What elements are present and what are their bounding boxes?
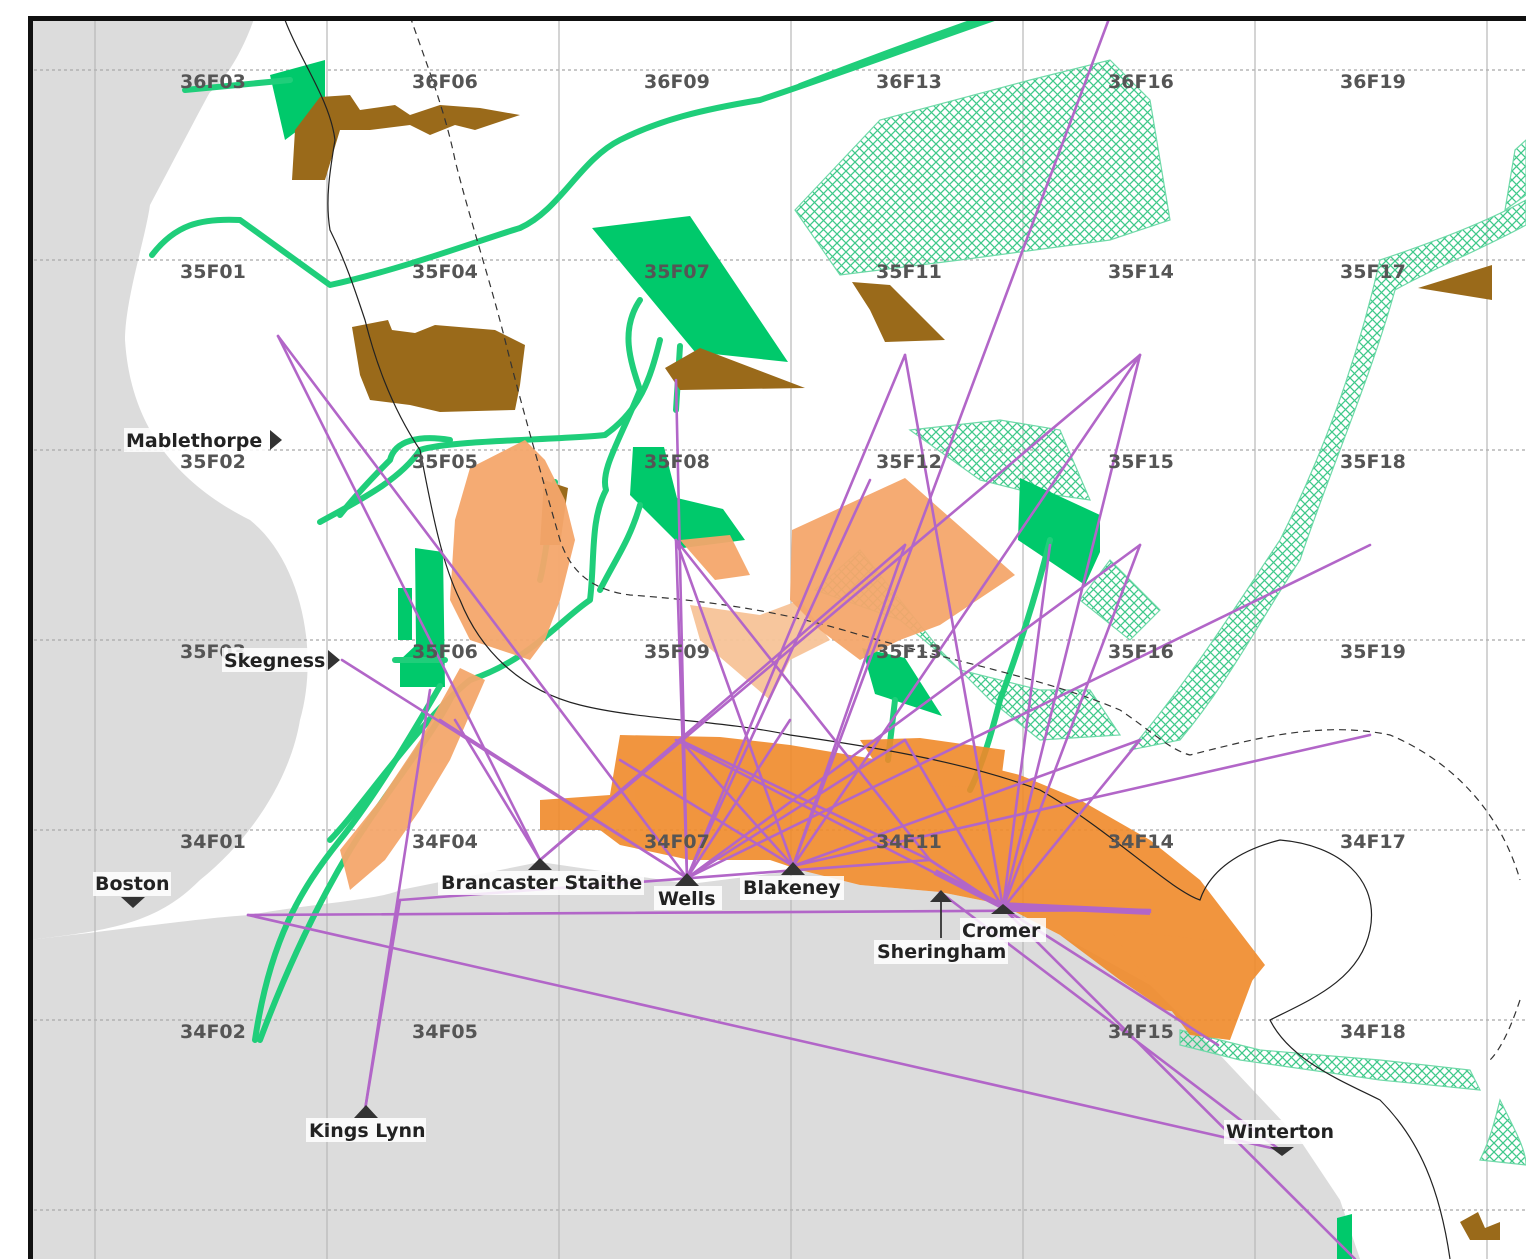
grid-label: 36F16 (1108, 71, 1174, 93)
hatched-zones (794, 59, 1526, 1166)
grid-label: 35F08 (644, 451, 710, 473)
boston-marker-icon (121, 897, 145, 908)
grid-label: 35F16 (1108, 641, 1174, 663)
grid-lines (33, 69, 1526, 1211)
port-label-sheringham: Sheringham (877, 941, 1006, 963)
grid-label: 36F09 (644, 71, 710, 93)
grid-label: 35F04 (412, 261, 478, 283)
grid-label: 36F19 (1340, 71, 1406, 93)
port-label-blakeney: Blakeney (743, 877, 841, 899)
grid-label: 34F15 (1108, 1021, 1174, 1043)
grid-label: 36F03 (180, 71, 246, 93)
sheringham-marker-icon (930, 890, 952, 902)
map-frame: 36F03 36F06 36F09 36F13 36F16 36F19 35F0… (28, 16, 1526, 1259)
port-markers (121, 430, 1294, 1156)
port-label-wells: Wells (658, 888, 716, 910)
port-label-brancaster-staithe: Brancaster Staithe (441, 872, 642, 894)
port-label-winterton: Winterton (1226, 1121, 1334, 1143)
grid-label: 35F09 (644, 641, 710, 663)
mablethorpe-marker-icon (270, 430, 282, 450)
cable-heavy (933, 869, 1151, 915)
grid-label: 35F11 (876, 261, 942, 283)
port-label-cromer: Cromer (962, 920, 1041, 942)
grid-label: 35F01 (180, 261, 246, 283)
grid-label: 35F18 (1340, 451, 1406, 473)
boundary-dashed (411, 21, 1521, 1061)
windfarms-pale (690, 600, 830, 700)
land-lincolnshire-north (33, 21, 308, 940)
grid-label: 34F11 (876, 831, 942, 853)
grid-label: 35F12 (876, 451, 942, 473)
port-label-boston: Boston (95, 873, 170, 895)
land-humber-north (33, 21, 254, 205)
port-label-mablethorpe: Mablethorpe (126, 430, 262, 452)
blakeney-marker-icon (781, 862, 805, 875)
port-labels: Mablethorpe Skegness Boston Brancaster S… (93, 428, 1336, 1144)
winterton-marker-icon (1270, 1147, 1294, 1156)
cable-routes (246, 21, 1372, 1259)
grid-label: 35F06 (412, 641, 478, 663)
grid-label: 35F13 (876, 641, 942, 663)
grid-label: 34F18 (1340, 1021, 1406, 1043)
grid-label: 35F15 (1108, 451, 1174, 473)
grid-label: 34F05 (412, 1021, 478, 1043)
grid-label: 34F07 (644, 831, 710, 853)
grid-label: 35F19 (1340, 641, 1406, 663)
grid-label: 36F06 (412, 71, 478, 93)
grid-label: 34F14 (1108, 831, 1174, 853)
grid-label: 35F02 (180, 451, 246, 473)
wells-marker-icon (675, 873, 699, 886)
grid-label: 35F05 (412, 451, 478, 473)
grid-label: 35F07 (644, 261, 710, 283)
grid-label: 36F13 (876, 71, 942, 93)
grid-label: 34F02 (180, 1021, 246, 1043)
grid-label: 34F01 (180, 831, 246, 853)
cromer-marker-icon (991, 904, 1015, 914)
grid-label: 35F17 (1340, 261, 1406, 283)
skegness-marker-icon (328, 650, 340, 670)
grid-label: 34F17 (1340, 831, 1406, 853)
land-norfolk (33, 862, 1360, 1259)
port-label-skegness: Skegness (224, 650, 325, 672)
kings-lynn-marker-icon (354, 1105, 378, 1118)
map-canvas[interactable]: 36F03 36F06 36F09 36F13 36F16 36F19 35F0… (28, 16, 1526, 1259)
brancaster-staithe-marker-icon (528, 858, 552, 870)
port-label-kings-lynn: Kings Lynn (309, 1120, 426, 1142)
grid-label: 34F04 (412, 831, 478, 853)
grid-labels: 36F03 36F06 36F09 36F13 36F16 36F19 35F0… (180, 71, 1406, 1043)
grid-label: 35F14 (1108, 261, 1174, 283)
